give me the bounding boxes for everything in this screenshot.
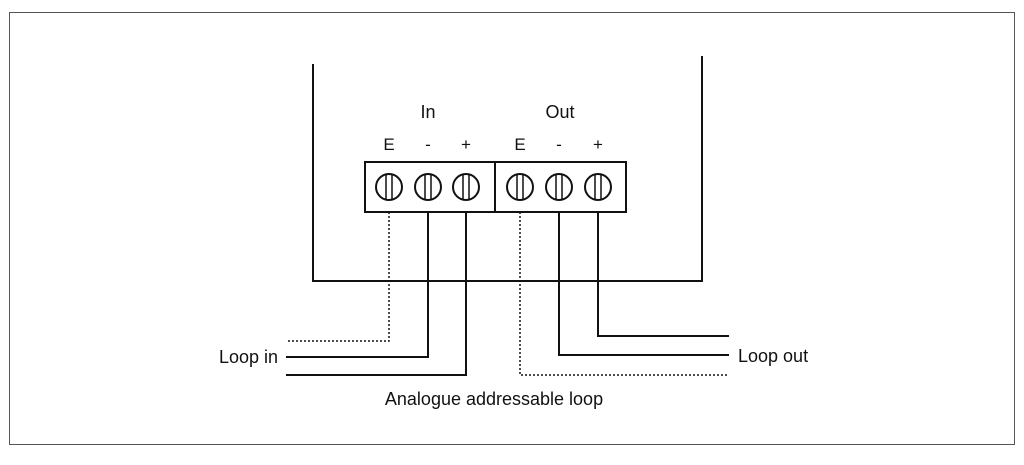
screw-terminal-in-plus <box>452 173 480 201</box>
wire-in-positive <box>286 212 467 376</box>
wire-out-earth <box>519 212 729 376</box>
terminal-label-out-plus: + <box>593 135 603 154</box>
screw-terminal-out-minus <box>545 173 573 201</box>
diagram-frame <box>9 12 1015 445</box>
screw-terminal-out-e <box>506 173 534 201</box>
enclosure-outline <box>312 56 703 282</box>
terminal-label-out-minus: - <box>556 135 562 154</box>
loop-out-label: Loop out <box>738 346 808 366</box>
loop-in-label: Loop in <box>219 347 278 367</box>
screw-terminal-in-e <box>375 173 403 201</box>
group-label-in: In <box>420 102 435 122</box>
screw-terminal-out-plus <box>584 173 612 201</box>
screw-terminal-in-minus <box>414 173 442 201</box>
terminal-label-in-plus: + <box>461 135 471 154</box>
terminal-label-in-e: E <box>383 135 394 154</box>
group-label-out: Out <box>545 102 574 122</box>
wire-in-earth <box>286 212 390 342</box>
wire-in-negative <box>286 212 429 358</box>
wire-out-positive <box>597 212 729 337</box>
wire-out-negative <box>558 212 729 356</box>
terminal-label-in-minus: - <box>425 135 431 154</box>
terminal-label-out-e: E <box>514 135 525 154</box>
analogue-addressable-loop-label: Analogue addressable loop <box>385 389 603 409</box>
